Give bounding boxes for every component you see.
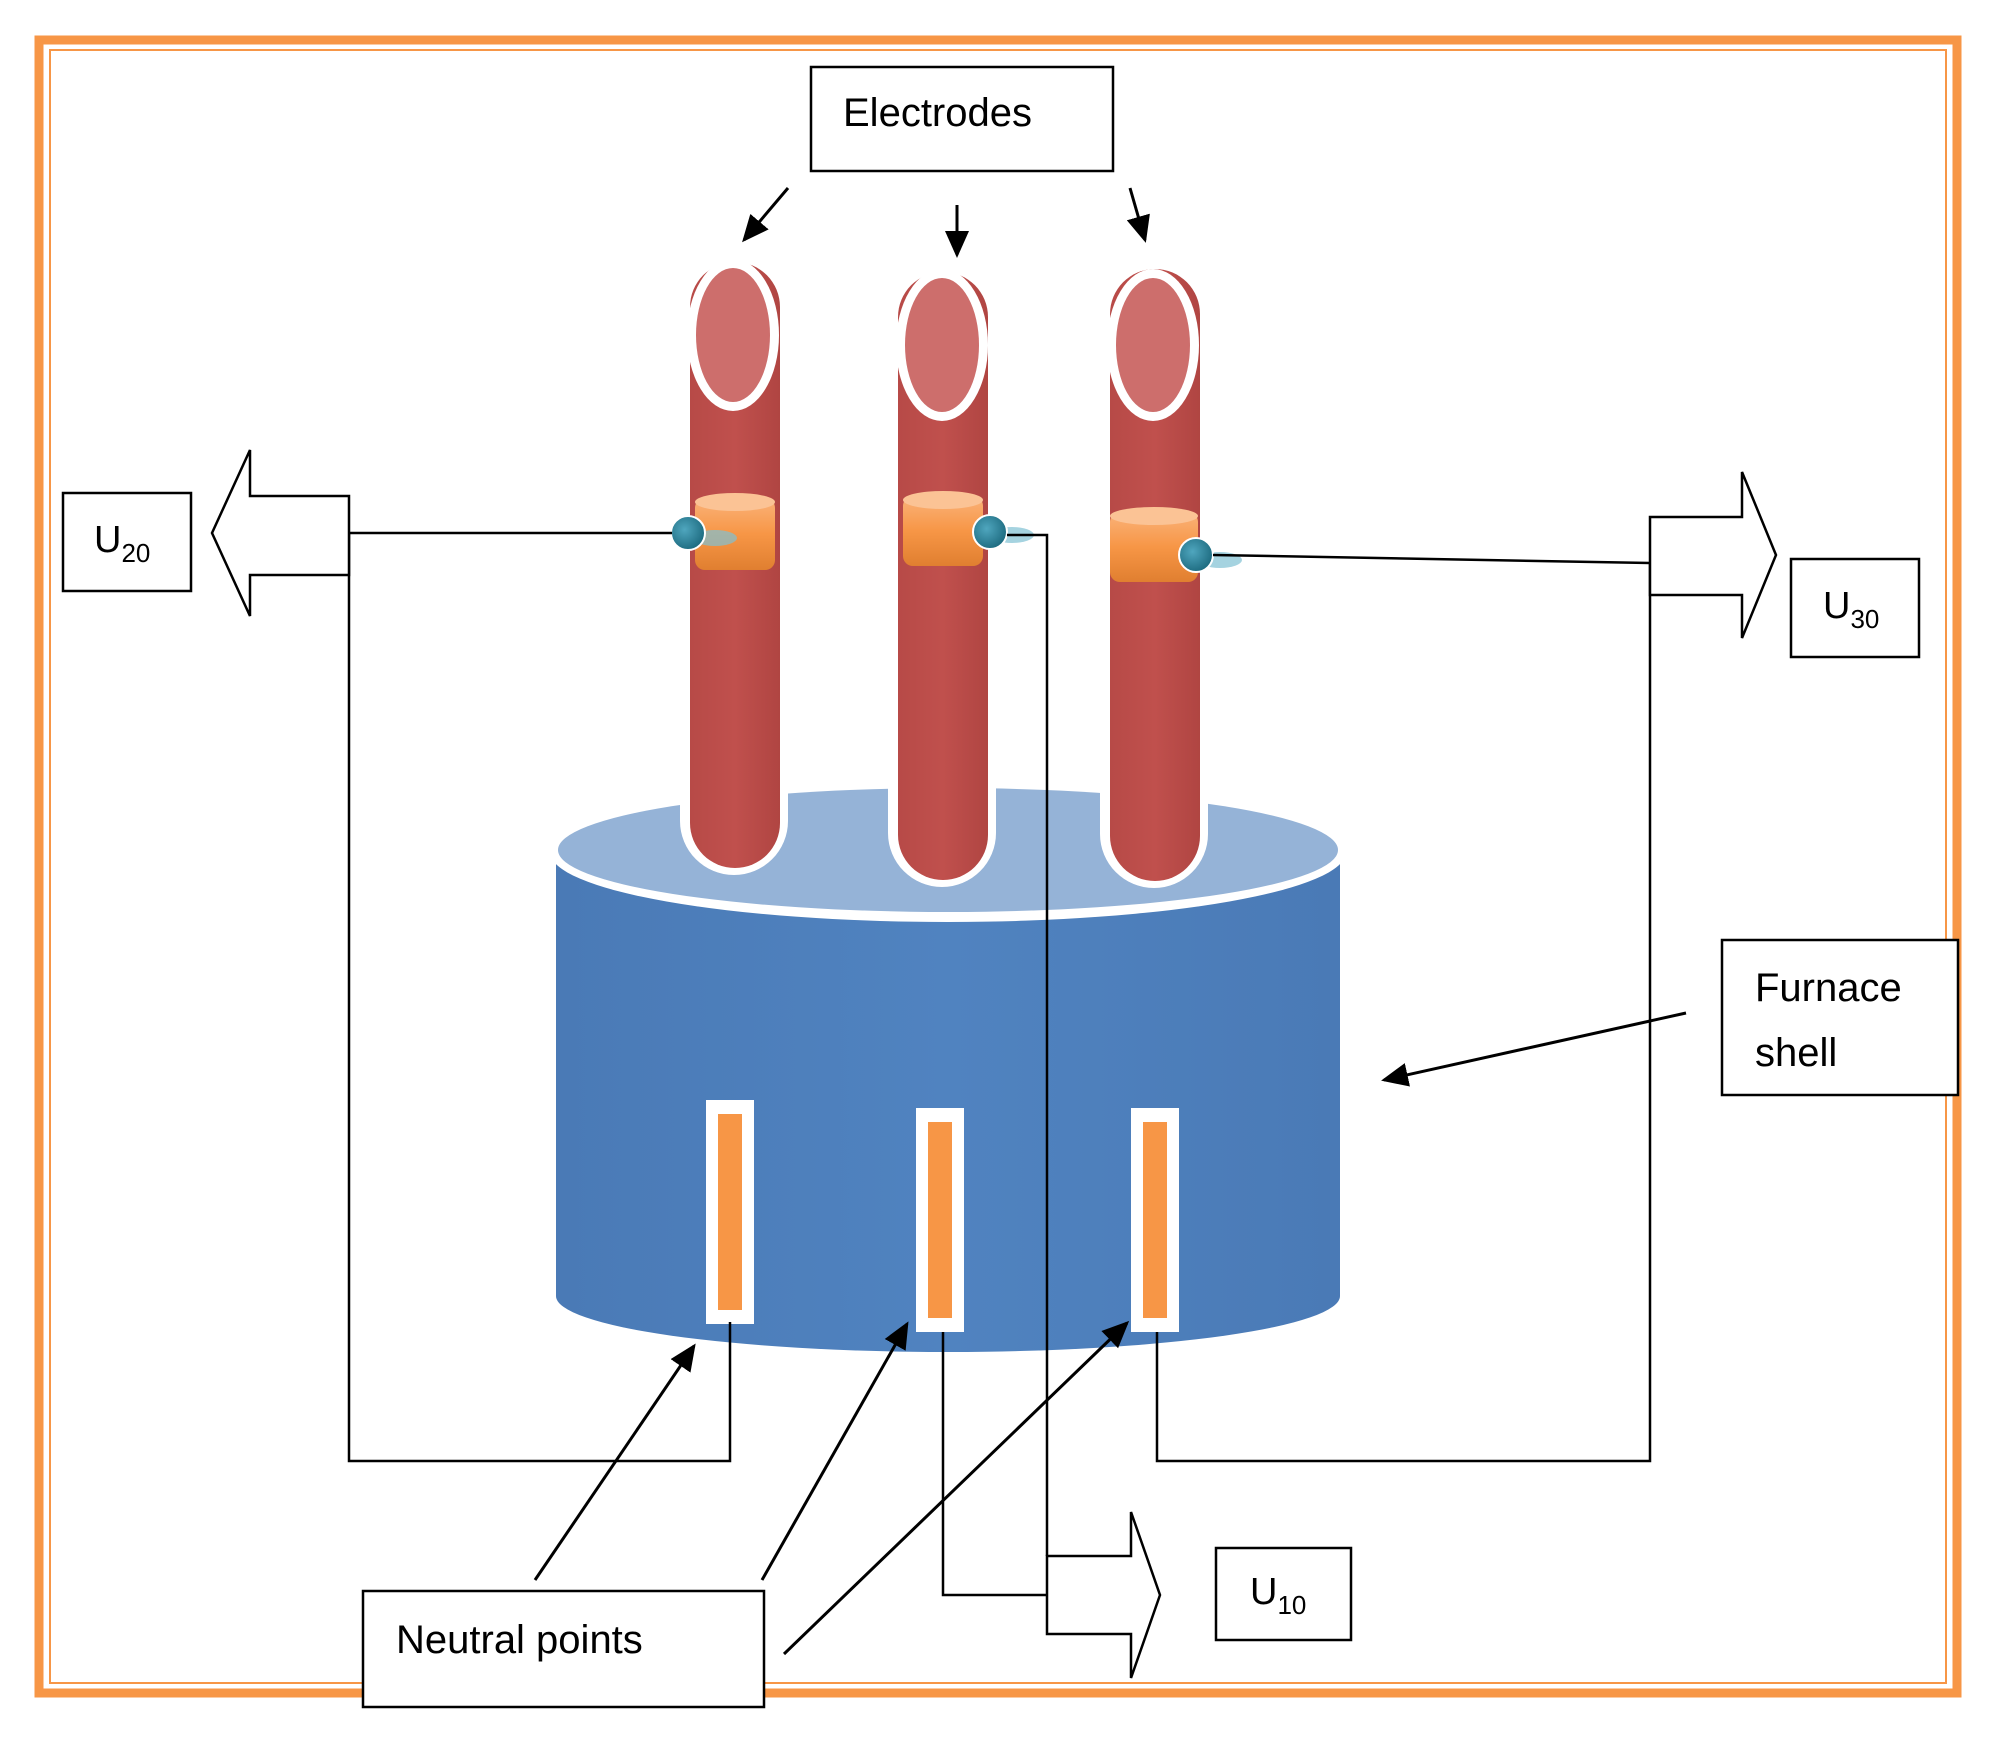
wire-u30-electrode xyxy=(1212,553,1651,565)
block-arrow-u20 xyxy=(210,449,351,617)
diagram-frame xyxy=(34,35,1962,1698)
furnace-shell-label-line2: shell xyxy=(1755,1031,1837,1075)
wire-u10-neutral xyxy=(941,1332,1047,1597)
neutral-strip-2 xyxy=(916,1108,964,1332)
clamp-1 xyxy=(670,493,775,570)
wire-u30-neutral xyxy=(1155,563,1652,1463)
electrodes-label: Electrodes xyxy=(843,91,1032,135)
arrow-neutral-1 xyxy=(533,1343,696,1581)
furnace-shell-label-box: Furnace shell xyxy=(1720,938,1960,1097)
electrodes-label-box: Electrodes xyxy=(809,65,1115,173)
neutral-strip-1 xyxy=(706,1100,754,1324)
arrow-icon xyxy=(533,187,1687,1656)
furnace-shell-label-line1: Furnace xyxy=(1755,966,1902,1010)
arrow-neutral-3 xyxy=(782,1320,1130,1656)
electrode-2 xyxy=(888,265,996,887)
u30-label-box: U30 xyxy=(1789,557,1921,659)
u20-label: U20 xyxy=(94,519,150,568)
u20-label-box: U20 xyxy=(61,491,193,593)
u10-label-box: U10 xyxy=(1214,1546,1353,1642)
wire-u20-neutral xyxy=(347,533,732,1463)
wire-u10-electrode xyxy=(1007,533,1049,1556)
arrow-electrode-1 xyxy=(742,187,790,243)
block-arrow-u10 xyxy=(1045,1511,1162,1679)
block-arrow-icon xyxy=(210,449,1778,1679)
neutral-points-label: Neutral points xyxy=(396,1618,643,1662)
u10-label: U10 xyxy=(1250,1571,1306,1620)
u30-label: U30 xyxy=(1823,585,1879,634)
clamp-2 xyxy=(903,491,1034,566)
arrow-electrode-3 xyxy=(1126,187,1150,243)
arrow-neutral-2 xyxy=(760,1321,909,1581)
clamp-3 xyxy=(1110,507,1242,582)
neutral-strip-3 xyxy=(1131,1108,1179,1332)
measurement-wires xyxy=(347,531,1652,1597)
arrow-furnace-shell xyxy=(1381,1011,1687,1087)
block-arrow-u30 xyxy=(1648,471,1778,639)
neutral-points-label-box: Neutral points xyxy=(361,1589,766,1709)
